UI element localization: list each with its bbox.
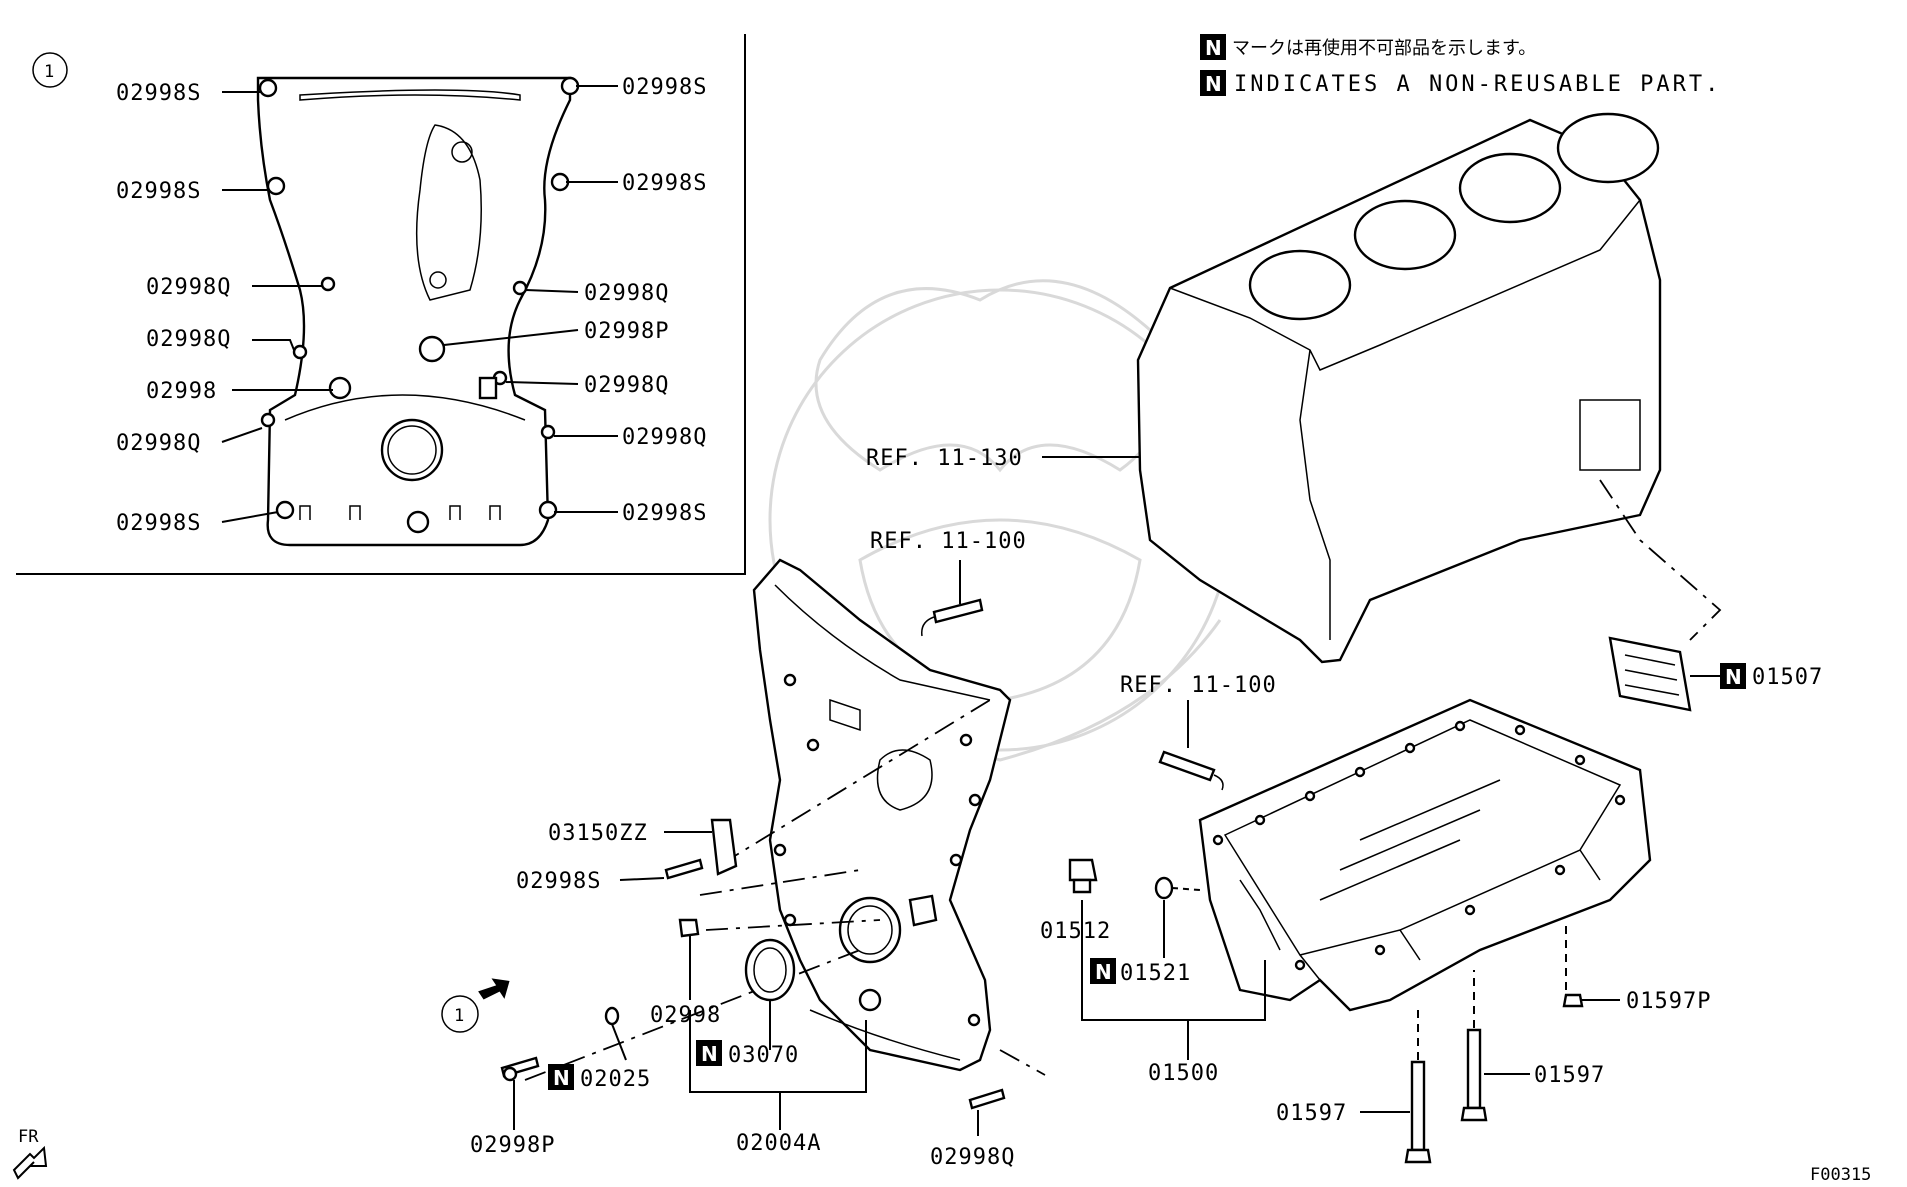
svg-text:N: N (1725, 665, 1742, 689)
bolt-02998q-icon (968, 1088, 1006, 1110)
part-label-01597p: 01597P (1626, 989, 1711, 1014)
timing-chain-case-drawing (752, 558, 1012, 1072)
inset-bracket-icon (478, 376, 498, 400)
inset-label-right-2: 02998S (622, 171, 707, 196)
inset-label-right-4: 02998P (584, 319, 669, 344)
long-bolt-right-icon (1460, 970, 1488, 1122)
inset-label-left-6: 02998Q (116, 431, 201, 456)
bolt-01597p-icon (1562, 993, 1584, 1008)
drain-gasket-drawing (1154, 876, 1201, 900)
inset-chain-case-drawing (256, 76, 580, 547)
engine-block-drawing (1136, 112, 1722, 664)
n-mark-icon (1200, 34, 1226, 60)
part-label-03070: 03070 (728, 1043, 799, 1068)
oil-seal-drawing (744, 938, 796, 1002)
part-label-02998: 02998 (650, 1003, 721, 1028)
part-label-01507: 01507 (1752, 665, 1823, 690)
inset-label-left-1: 02998S (116, 81, 201, 106)
note-japanese: マークは再使用不可部品を示します。 (1232, 38, 1536, 59)
n-mark-icon (1090, 958, 1116, 984)
svg-text:N: N (1095, 960, 1112, 984)
inset-label-left-2: 02998S (116, 179, 201, 204)
washer-02025-icon (604, 1006, 620, 1026)
case-bracket-icon (908, 894, 938, 927)
part-label-01521: 01521 (1120, 961, 1191, 986)
inset-label-left-5: 02998 (146, 379, 217, 404)
inset-callout-circle (32, 52, 68, 88)
n-mark-icon (1720, 663, 1746, 689)
ref-block-label: REF. 11-130 (866, 446, 1023, 471)
long-bolt-left-icon (1404, 1010, 1432, 1164)
svg-text:N: N (701, 1042, 718, 1066)
baffle-plate-drawing (1608, 636, 1692, 712)
part-label-02998s: 02998S (516, 869, 601, 894)
oil-pan-drawing (1198, 698, 1652, 1012)
inset-label-left-7: 02998S (116, 511, 201, 536)
sealant-tube-pan (1158, 750, 1224, 791)
callout-1-circle (441, 995, 479, 1033)
bolt-02998s-icon (664, 858, 704, 880)
n-mark-icon (696, 1040, 722, 1066)
inset-leaders (221, 85, 618, 523)
svg-text:N: N (553, 1066, 570, 1090)
svg-text:N: N (1205, 72, 1222, 96)
inset-label-right-5: 02998Q (584, 373, 669, 398)
ref-case-label: REF. 11-100 (870, 529, 1027, 554)
sealant-tube-case (921, 598, 984, 637)
leader-02004a-bracket (689, 1010, 867, 1093)
part-label-02998q: 02998Q (930, 1145, 1015, 1170)
arrow-right-icon (478, 978, 510, 1000)
inset-label-right-7: 02998S (622, 501, 707, 526)
part-label-01597-right: 01597 (1534, 1063, 1605, 1088)
assembly-dash-lines (524, 699, 1046, 1081)
inset-label-right-6: 02998Q (622, 425, 707, 450)
note-english: INDICATES A NON-REUSABLE PART. (1234, 72, 1721, 97)
part-label-01500: 01500 (1148, 1061, 1219, 1086)
inset-callout-number: 1 (44, 62, 54, 82)
inset-label-right-1: 02998S (622, 75, 707, 100)
inset-label-right-3: 02998Q (584, 281, 669, 306)
part-label-01597-left: 01597 (1276, 1101, 1347, 1126)
drain-plug-drawing (1068, 858, 1098, 894)
part-label-02025: 02025 (580, 1067, 651, 1092)
front-arrow-icon (12, 1145, 48, 1180)
ref-pan-label: REF. 11-100 (1120, 673, 1277, 698)
inset-label-left-3: 02998Q (146, 275, 231, 300)
bolt-02998-icon (678, 918, 700, 938)
part-label-01512: 01512 (1040, 919, 1111, 944)
non-reusable-notes: N マークは再使用不可部品を示します。 N INDICATES A NON-RE… (1200, 34, 1721, 97)
svg-text:N: N (1205, 36, 1222, 60)
callout-1-number: 1 (454, 1006, 464, 1026)
part-label-02998p: 02998P (470, 1133, 555, 1158)
figure-code: F00315 (1810, 1165, 1871, 1185)
part-label-03150zz: 03150ZZ (548, 821, 648, 846)
inset-label-left-4: 02998Q (146, 327, 231, 352)
leader-02998s (619, 877, 665, 881)
leader-02025 (611, 1023, 627, 1061)
n-mark-icon (1200, 70, 1226, 96)
part-label-02004a: 02004A (736, 1131, 821, 1156)
n-mark-icon (548, 1064, 574, 1090)
inset-panel: 1 (16, 34, 746, 575)
orientation-label: FR (18, 1127, 39, 1147)
leader-01500-bracket (1081, 900, 1266, 1021)
bracket-03150zz-icon (710, 818, 738, 876)
